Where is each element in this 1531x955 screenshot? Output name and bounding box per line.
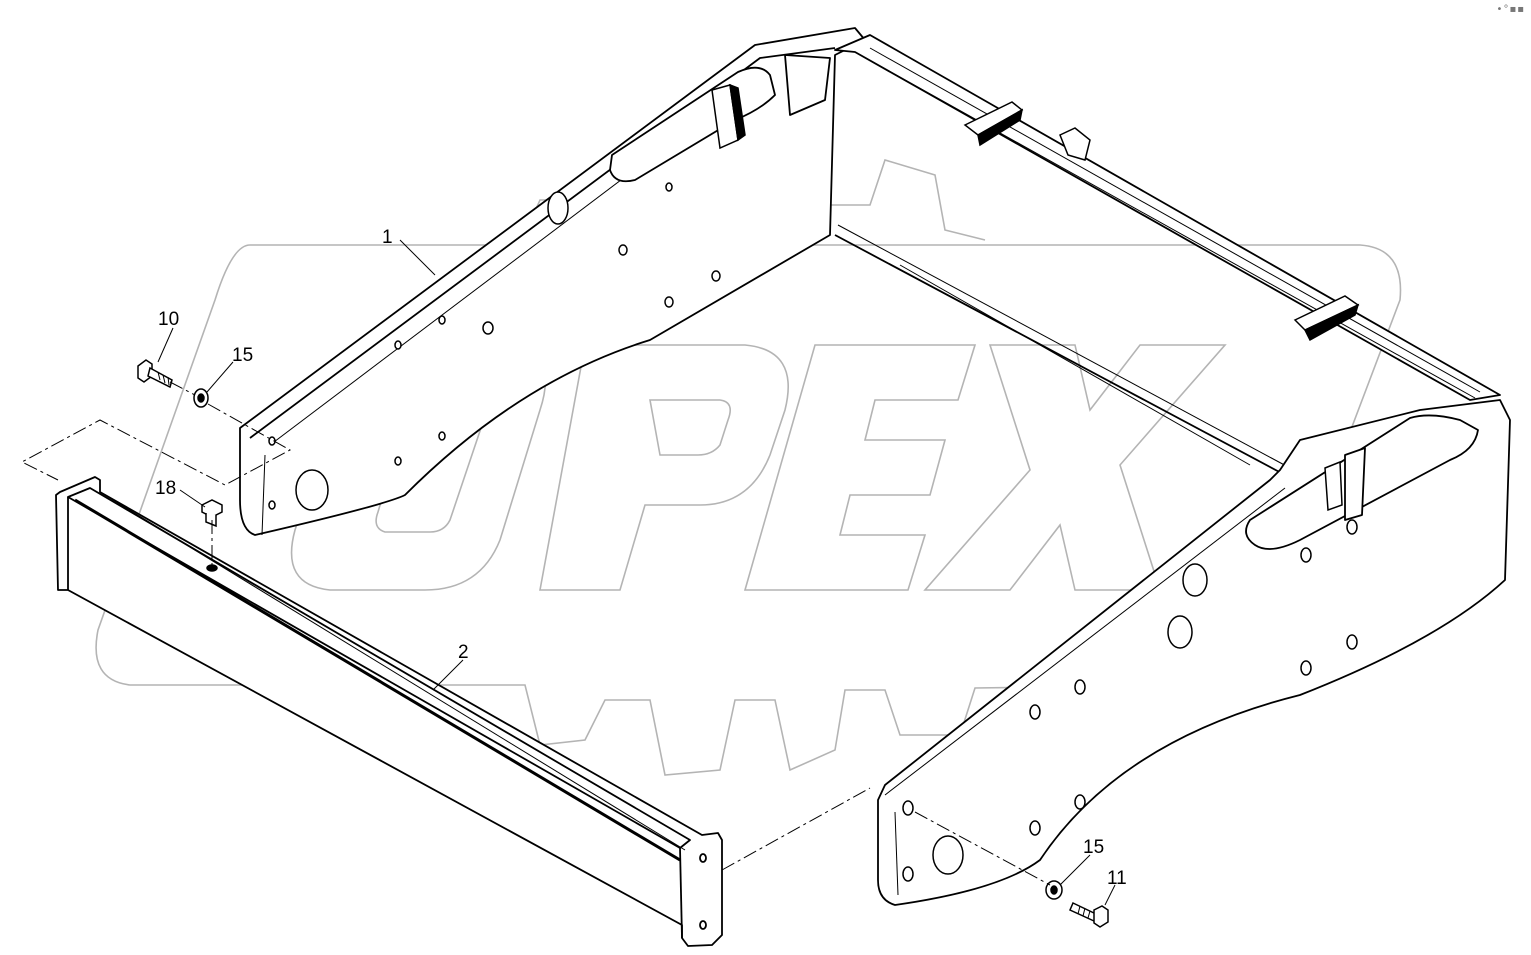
assembly-lines (20, 381, 1051, 886)
callouts: 1 10 15 18 2 15 11 (155, 227, 1127, 889)
leader-lines (157, 239, 1116, 906)
callout-18: 18 (155, 478, 176, 499)
callout-11: 11 (1107, 868, 1127, 889)
callout-10: 10 (158, 309, 179, 330)
watermark-letter-p (539, 344, 789, 591)
bolt-11 (1069, 901, 1109, 928)
callout-15-upper: 15 (232, 345, 253, 366)
callout-15-lower: 15 (1083, 837, 1104, 858)
callout-2: 2 (458, 642, 469, 663)
opex-watermark (95, 139, 1402, 776)
corner-mark: •°▪▪ (1496, 4, 1525, 15)
plug-18 (201, 499, 223, 528)
callout-1: 1 (382, 227, 393, 248)
cross-beam-part-2 (55, 476, 723, 947)
frame-holes (268, 182, 1358, 882)
fasteners (137, 359, 1109, 928)
frame-brackets (711, 83, 1360, 512)
bolt-10 (137, 359, 173, 389)
left-side-plate (239, 27, 866, 536)
watermark-letter-e (743, 344, 977, 591)
